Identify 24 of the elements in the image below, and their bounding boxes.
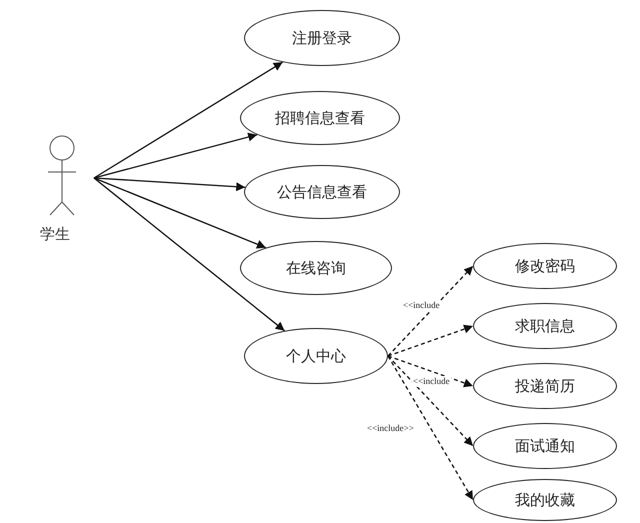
use-case-ellipse: 投递简历 [473,363,617,409]
arrow [94,132,258,179]
arrow [94,177,266,248]
dashed-arrow [387,356,474,500]
edge-label: <<include [412,376,451,387]
dashed-arrow [388,355,474,388]
edge-label: <<include [402,300,441,311]
use-case-ellipse: 我的收藏 [473,479,617,521]
arrow [94,62,283,179]
edge-label: <<include>> [366,423,415,434]
dashed-arrow [388,266,474,356]
dashed-arrow [388,356,474,446]
arrow [94,178,285,332]
actor-label: 学生 [40,226,70,244]
use-case-ellipse: 面试通知 [473,423,617,469]
use-case-ellipse: 个人中心 [244,328,388,384]
use-case-ellipse: 公告信息查看 [244,165,400,219]
arrow [94,177,246,192]
use-case-ellipse: 修改密码 [473,243,617,289]
use-case-ellipse: 注册登录 [244,10,400,66]
dashed-arrow [388,324,474,357]
use-case-ellipse: 招聘信息查看 [240,91,400,145]
use-case-ellipse: 在线咨询 [240,241,392,295]
use-case-ellipse: 求职信息 [473,303,617,349]
